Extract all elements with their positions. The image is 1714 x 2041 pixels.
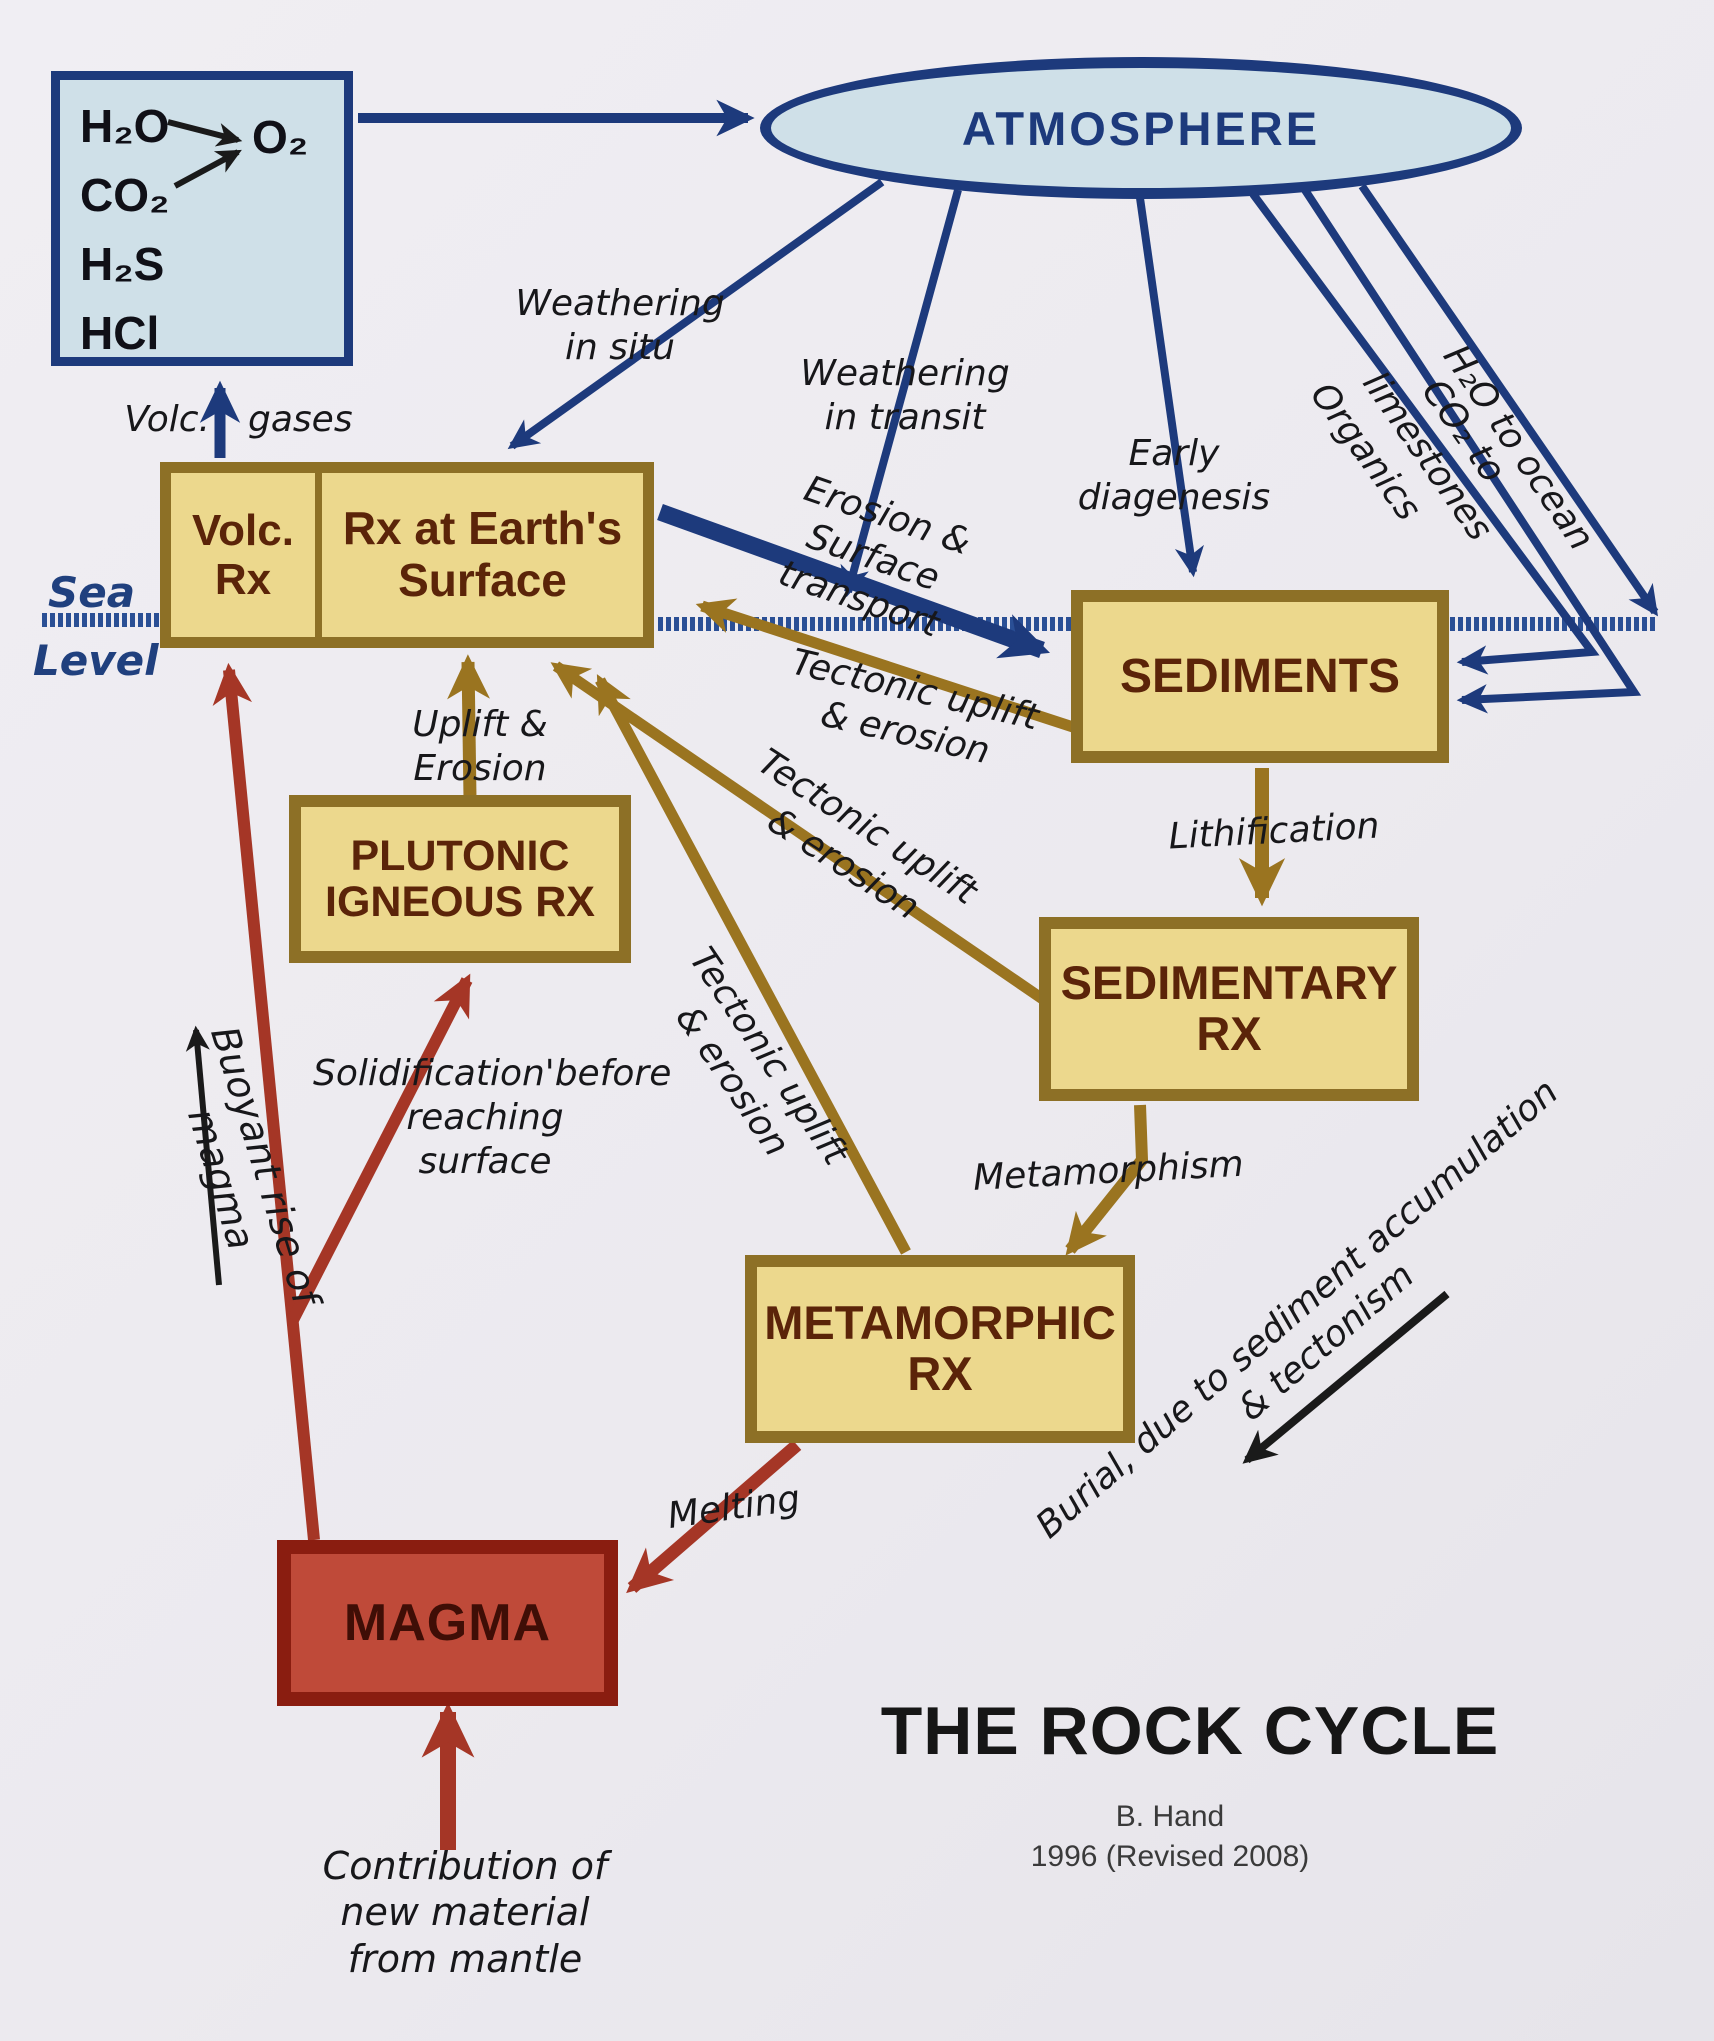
arrow-metamorphism — [1065, 1104, 1149, 1256]
page-title: THE ROCK CYCLE — [880, 1693, 1500, 1769]
label-early-diagenesis: Early diagenesis — [1077, 433, 1271, 518]
gas-formula-h2o: H₂O — [80, 100, 170, 152]
sea-level-label-top: Sea — [48, 568, 136, 617]
sea-level-label-bottom: Level — [33, 636, 159, 685]
node-sediments: SEDIMENTS — [1071, 590, 1449, 763]
arrow-tectonic-uplift-metamorphic — [595, 674, 911, 1255]
gas-formula-co2: CO₂ — [80, 169, 170, 221]
gas-formula-hcl: HCl — [80, 307, 160, 359]
node-metamorphic-rx: METAMORPHIC RX — [745, 1255, 1135, 1443]
credit-author: B. Hand — [1115, 1800, 1225, 1833]
arrow-tectonic-uplift-sedimentary — [550, 661, 1048, 1005]
label-weathering-in-transit: Weathering in transit — [800, 353, 1010, 438]
arrow-weathering-in-situ — [507, 178, 885, 450]
arrow-melting — [626, 1440, 802, 1594]
node-sedimentary-rx: SEDIMENTARY RX — [1039, 917, 1419, 1101]
node-plutonic-igneous-rx: PLUTONIC IGNEOUS RX — [289, 795, 631, 963]
label-volc-gases-left: Volc. — [124, 399, 210, 440]
gas-reaction-arrows — [167, 119, 243, 189]
gas-formula-o2: O₂ — [252, 111, 309, 163]
arrow-tectonic-uplift-sediments — [695, 598, 1078, 734]
arrow-co2-to-limestones — [1301, 187, 1642, 714]
label-uplift-erosion: Uplift & Erosion — [412, 704, 548, 789]
node-volc-and-surface-rx: Volc. Rx Rx at Earth's Surface — [160, 462, 654, 648]
arrow-buoyant-annotation — [185, 1025, 222, 1286]
arrow-uplift-erosion-plutonic — [447, 654, 490, 799]
arrow-early-diagenesis — [1136, 197, 1204, 578]
arrow-weathering-in-transit — [840, 188, 962, 598]
node-volc-rx: Volc. Rx — [171, 473, 315, 637]
arrow-buoyant-rise-magma — [212, 662, 320, 1541]
atmosphere-label: ATMOSPHERE — [961, 101, 1321, 155]
node-rx-at-earths-surface: Rx at Earth's Surface — [322, 473, 643, 637]
label-solidification: Solidification'before reaching surface — [313, 1053, 672, 1182]
gas-formula-h2s: H₂S — [80, 238, 165, 290]
node-atmosphere: ATMOSPHERE — [760, 57, 1522, 199]
credit-date: 1996 (Revised 2008) — [1030, 1840, 1310, 1873]
arrow-erosion-surface-transport — [657, 504, 1050, 659]
arrow-h2o-to-o2 — [167, 119, 243, 147]
label-contribution-from-mantle: Contribution of new material from mantle — [322, 1844, 608, 1981]
arrow-solidification-to-plutonic — [287, 973, 473, 1323]
arrow-organics — [1249, 191, 1600, 675]
arrow-h2o-to-ocean — [1358, 183, 1659, 617]
arrow-burial — [1242, 1290, 1450, 1464]
node-volcanic-gases-box: H₂O CO₂ H₂S HCl O₂ — [51, 71, 353, 366]
label-weathering-in-situ: Weathering in situ — [515, 283, 725, 368]
arrow-co2-to-o2 — [173, 149, 242, 189]
label-volc-gases-right: gases — [248, 399, 353, 440]
node-magma: MAGMA — [277, 1540, 618, 1706]
